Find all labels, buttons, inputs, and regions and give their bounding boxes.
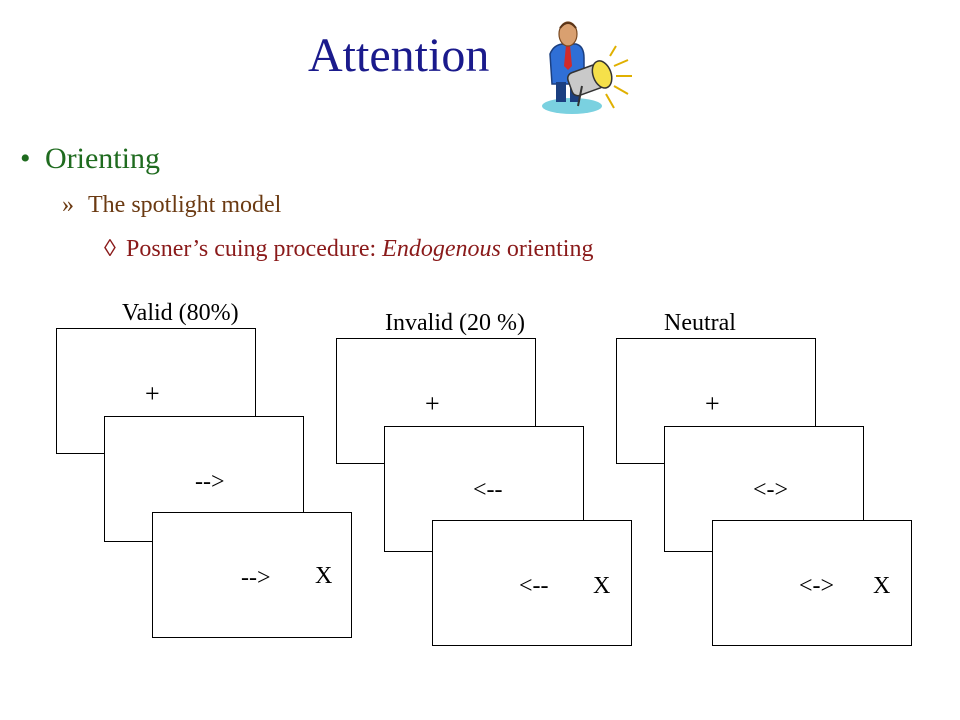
target-cue-arrow: <-> (799, 573, 835, 599)
posner-suffix: orienting (500, 236, 594, 262)
target-x: X (593, 573, 611, 599)
valid-condition-label: Valid (80%) (122, 300, 239, 326)
sub-bullet-text: The spotlight model (88, 192, 282, 218)
cue-arrow: <-- (473, 477, 503, 503)
target-x: X (873, 573, 891, 599)
target-cue-arrow: <-- (519, 573, 549, 599)
valid-target-frame: --> X (152, 512, 352, 638)
posner-prefix: Posner’s cuing procedure: (126, 236, 383, 262)
target-x: X (315, 563, 333, 589)
fixation-cross: + (145, 379, 160, 408)
slide-title: Attention (308, 29, 490, 82)
cue-arrow: <-> (753, 477, 789, 503)
spotlight-person-icon (542, 21, 632, 114)
posner-emphasis: Endogenous (382, 236, 501, 262)
fixation-cross: + (425, 389, 440, 418)
cue-arrow: --> (195, 469, 225, 495)
neutral-condition-label: Neutral (664, 310, 736, 336)
target-cue-arrow: --> (241, 565, 271, 591)
neutral-target-frame: <-> X (712, 520, 912, 646)
invalid-target-frame: <-- X (432, 520, 632, 646)
bullet-text: Orienting (45, 142, 160, 175)
invalid-cue-frame: <-- (384, 426, 584, 552)
invalid-condition-label: Invalid (20 %) (385, 310, 525, 336)
fixation-cross: + (705, 389, 720, 418)
bullet-spotlight-model: » The spotlight model (62, 192, 281, 219)
diamond-bullet-mark: ◊ (104, 236, 116, 262)
bullet-mark: • (20, 142, 31, 175)
sub-bullet-mark: » (62, 192, 74, 218)
bullet-posner-procedure: ◊ Posner’s cuing procedure: Endogenous or… (104, 236, 593, 263)
bullet-orienting: • Orienting (20, 142, 160, 176)
